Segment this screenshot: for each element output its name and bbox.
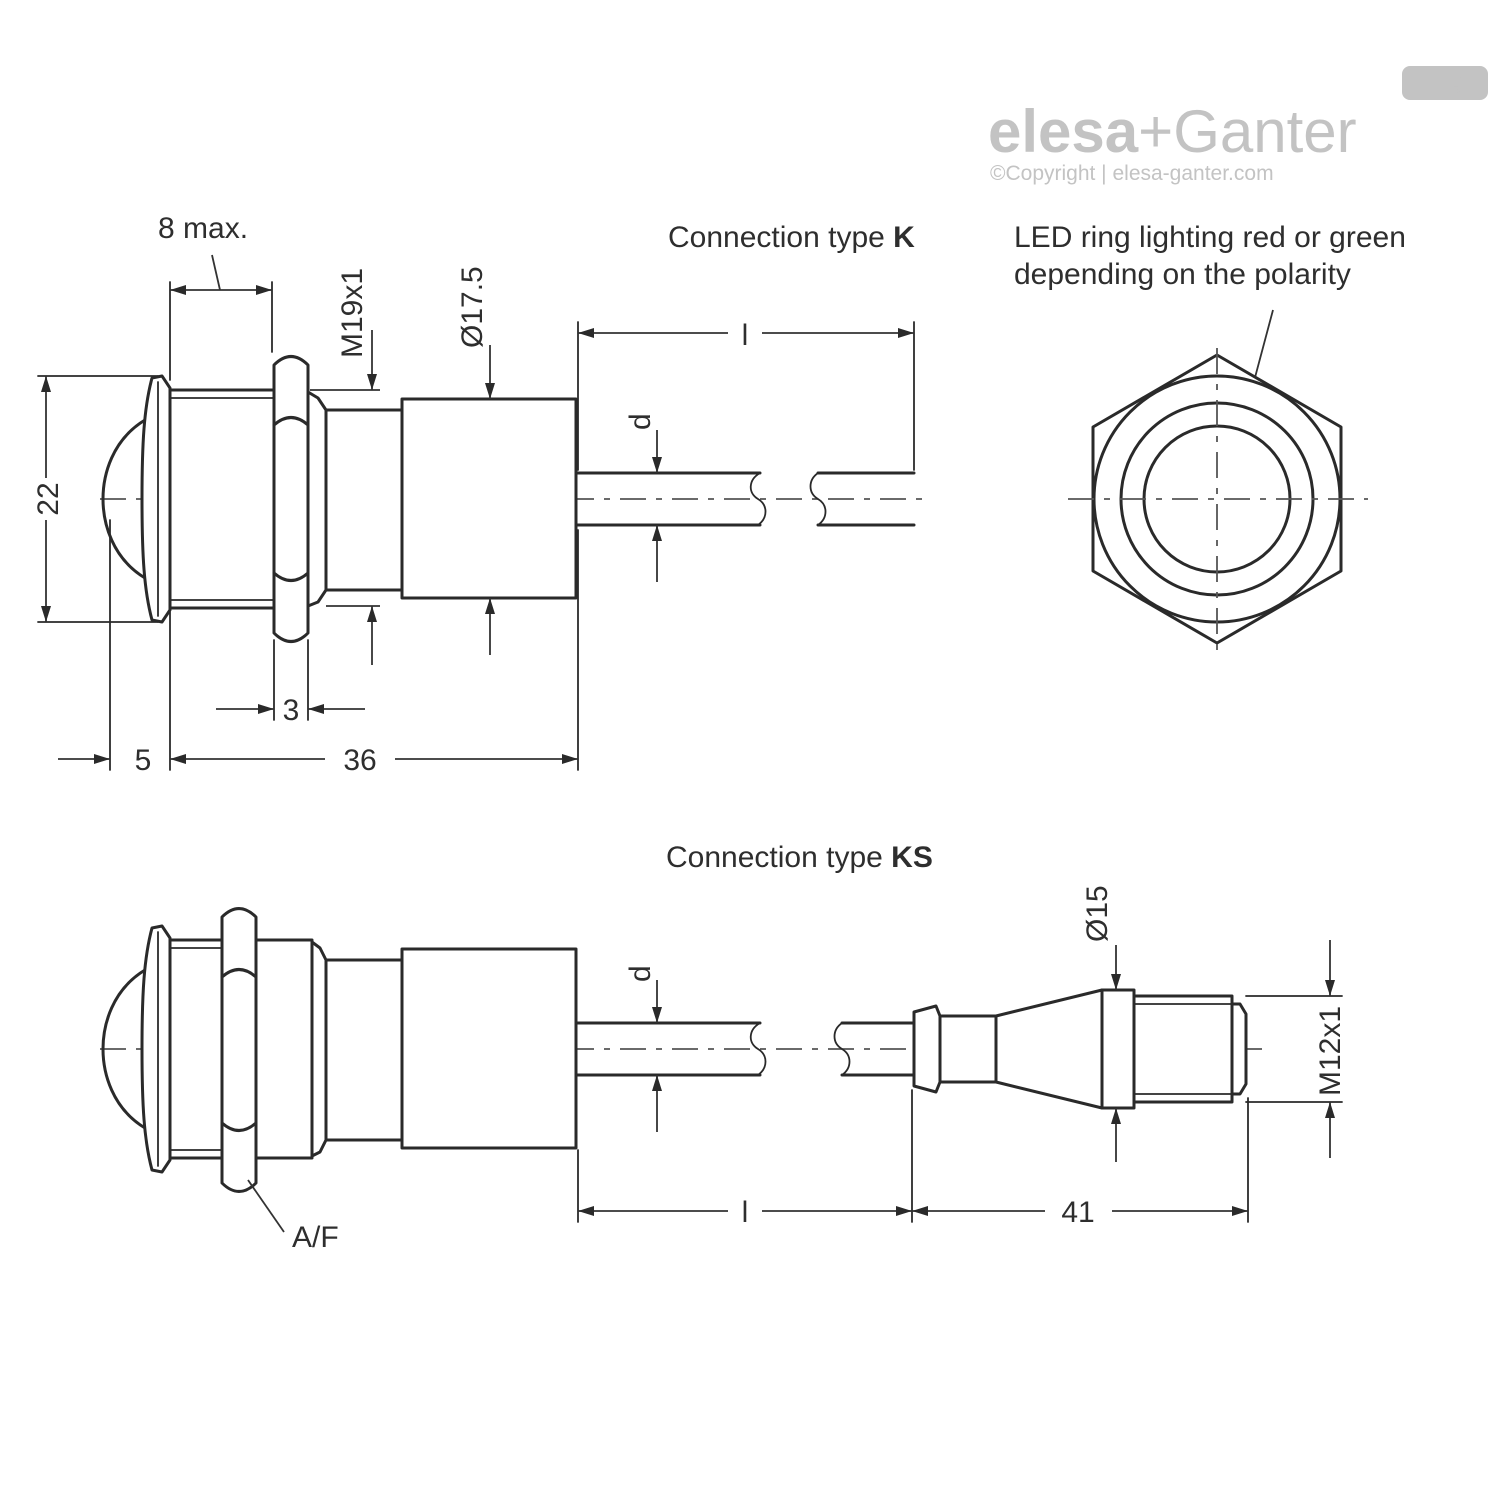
ks-bezel [140,924,172,1174]
dim-m12x1: M12x1 [1314,1006,1347,1096]
dim-cable-length-k: l [742,319,749,352]
k-lens-dome [101,418,147,580]
brand-logo: EG elesa+Ganter ©Copyright | elesa-gante… [988,66,1488,185]
logo-brand-left: elesa [988,98,1139,165]
front-view: LED ring lighting red or green depending… [1014,221,1406,650]
dim-length-36: 36 [343,744,376,777]
view-connection-type-k: Connection type K 8 max. [32,212,930,777]
ks-thread-neck [324,958,404,1142]
logo-copyright: ©Copyright | elesa-ganter.com [990,162,1274,185]
dim-cable-diameter-k: d [624,413,657,430]
logo-badge-frame [1402,66,1488,100]
view-k-title: Connection type K [668,221,915,254]
ks-housing [168,938,224,1160]
dim-8-max: 8 max. [158,212,248,245]
ks-cable [574,1021,762,1077]
ks-washer [310,940,328,1158]
ks-connector-tip [1230,1002,1248,1096]
dim-diameter-17-5: Ø17.5 [456,266,489,348]
dim-connector-length-41: 41 [1061,1196,1094,1229]
svg-text:elesa+Ganter: elesa+Ganter [988,98,1357,165]
label-across-flats: A/F [292,1221,339,1254]
logo-brand-right: Ganter [1173,98,1356,165]
ks-connector-neck [938,1014,998,1084]
ks-main-body [400,947,578,1150]
k-washer [306,390,328,608]
dim-m19x1: M19x1 [336,268,369,358]
dim-nut-width-3: 3 [283,694,300,727]
k-thread-neck [324,408,404,592]
k-cable [574,471,762,527]
dim-cable-diameter-ks: d [624,965,657,982]
k-hex-nut [272,355,310,643]
ks-rear-housing [254,938,314,1160]
ks-connector-taper [994,988,1104,1110]
ks-connector-body [1100,988,1136,1110]
ks-connector-thread [1132,994,1234,1104]
dim-lens-5: 5 [135,744,152,777]
logo-badge: EG [1426,69,1464,99]
dim-height-22: 22 [32,482,65,515]
k-main-body [400,397,578,600]
led-note-line1: LED ring lighting red or green [1014,221,1406,254]
ks-connector-collar [912,1004,942,1094]
dim-diameter-15: Ø15 [1081,885,1114,942]
k-bezel [140,374,172,624]
logo-brand-plus: + [1138,98,1173,165]
view-connection-type-ks: Connection type KS [100,841,1347,1254]
led-note-line2: depending on the polarity [1014,258,1351,291]
view-ks-title: Connection type KS [666,841,933,874]
ks-lens-dome [101,968,147,1130]
ks-hex-nut [220,907,258,1193]
k-housing [168,388,276,610]
dim-cable-length-ks: l [742,1196,749,1229]
